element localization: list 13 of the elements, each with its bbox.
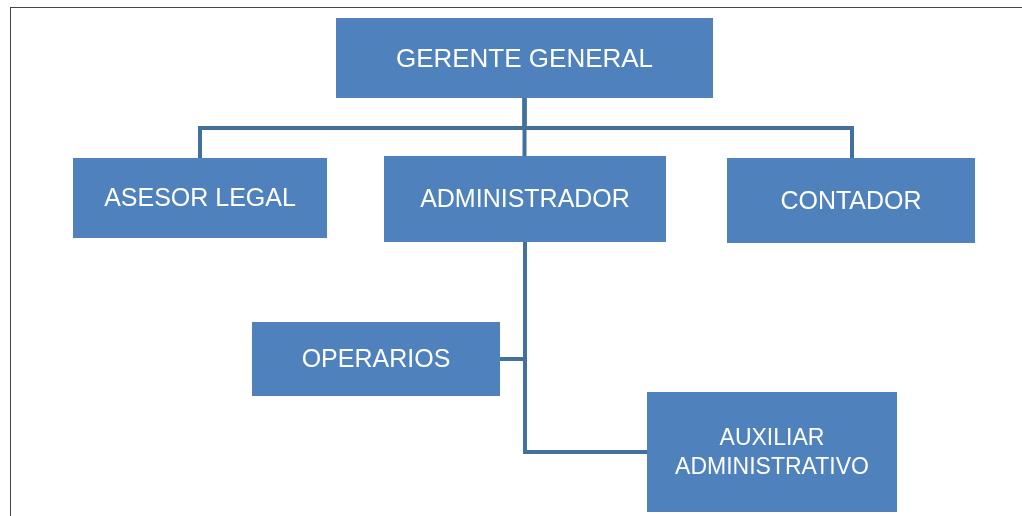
org-box bbox=[252, 322, 500, 396]
role-title: ASESOR LEGAL bbox=[104, 182, 296, 214]
org-box bbox=[727, 158, 975, 243]
org-box bbox=[73, 158, 327, 238]
role-title: AUXILIAR ADMINISTRATIVO bbox=[674, 423, 870, 481]
org-box bbox=[336, 18, 713, 98]
connector-line bbox=[522, 98, 854, 158]
role-title: ADMINISTRADOR bbox=[420, 183, 630, 215]
role-title: CONTADOR bbox=[780, 184, 922, 216]
org-box bbox=[384, 156, 666, 242]
role-title: GERENTE GENERAL bbox=[395, 41, 654, 75]
org-box bbox=[647, 392, 897, 512]
role-title: OPERARIOS bbox=[301, 343, 451, 375]
